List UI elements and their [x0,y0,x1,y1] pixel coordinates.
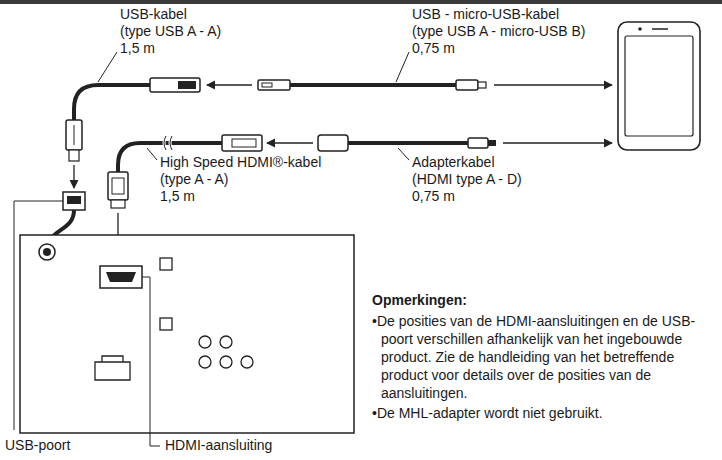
cable-type: (type USB A - micro-USB B) [412,23,585,40]
note-item: •De posities van de HDMI-aansluitingen e… [372,312,714,402]
head-unit-rear [20,235,354,433]
cable-name: High Speed HDMI®-kabel [160,154,321,171]
part-label: USB-poort [5,437,70,454]
cable-type: (type USB A - A) [120,23,221,40]
note-item: •De MHL-adapter wordt niet gebruikt. [372,404,714,422]
smartphone [618,22,700,150]
plug-arrow [267,142,313,143]
cable-type: (type A - A) [160,171,228,188]
cable-length: 1,5 m [160,188,195,205]
cable-name: USB - micro-USB-kabel [412,6,559,23]
plug-arrow [73,165,74,188]
hdmi-cable [108,135,262,208]
cable-length: 1,5 m [120,40,155,57]
micro-usb-cable [258,80,486,90]
leader-line [147,148,157,160]
leader-line [396,52,409,82]
notes-heading: Opmerkingen: [372,292,467,309]
title-band [0,0,722,4]
cable-length: 0,75 m [412,188,455,205]
cable-type: (HDMI type A - D) [412,171,522,188]
cable-length: 0,75 m [412,40,455,57]
usb-cable [66,78,200,161]
leader-line [98,52,117,82]
plug-arrow [207,84,252,85]
leader-line [398,148,409,160]
cable-name: USB-kabel [120,6,187,23]
plug-arrow [503,142,612,143]
cable-name: Adapterkabel [412,154,495,171]
leader-line [142,277,160,446]
hdmi-adapter-cable [318,135,496,151]
plug-arrow [494,84,612,85]
part-label: HDMI-aansluiting [165,437,272,454]
